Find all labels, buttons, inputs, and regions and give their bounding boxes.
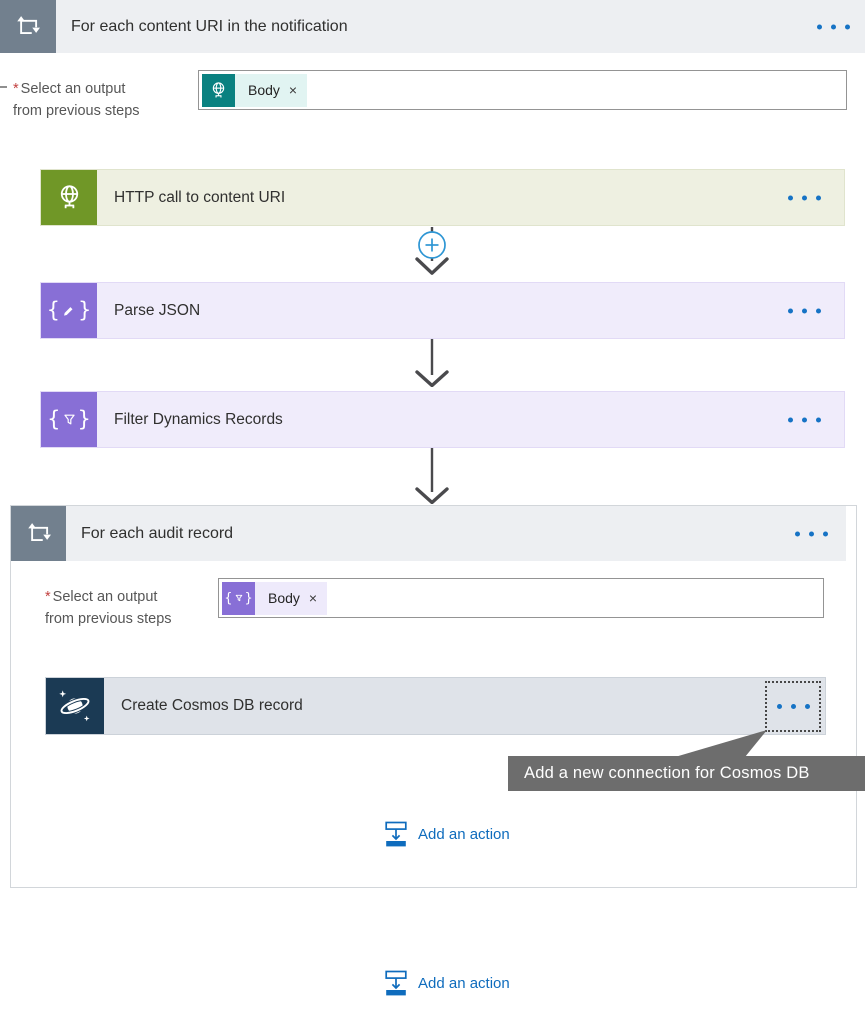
required-asterisk: * (13, 81, 19, 97)
tooltip-pointer (675, 730, 767, 757)
outer-loop-menu-button[interactable] (817, 24, 850, 29)
outer-param-label: *Select an output from previous steps (13, 81, 140, 119)
insert-action-icon (385, 821, 407, 847)
outer-loop-title: For each content URI in the notification (71, 17, 348, 35)
required-asterisk: * (45, 589, 51, 605)
add-action-label: Add an action (418, 826, 510, 843)
cropped-scope-border (0, 86, 7, 88)
plus-circle-icon (418, 231, 446, 259)
braces-funnel-icon: { } (222, 581, 255, 615)
outer-output-input[interactable]: Body × (198, 70, 847, 110)
cosmos-card-title: Create Cosmos DB record (121, 697, 303, 714)
parse-json-action-card[interactable]: { } Parse JSON (40, 282, 845, 339)
cosmos-connection-tooltip: Add a new connection for Cosmos DB (508, 756, 865, 791)
arrow-down-icon (415, 448, 449, 504)
body-token[interactable]: Body × (202, 73, 308, 107)
add-action-label: Add an action (418, 975, 510, 992)
ellipsis-icon (795, 531, 800, 536)
bottom-add-action-button[interactable]: Add an action (383, 970, 510, 997)
filter-action-card[interactable]: { } Filter Dynamics Records (40, 391, 845, 448)
insert-action-icon (385, 970, 407, 996)
ellipsis-icon (776, 704, 810, 709)
ellipsis-icon (788, 195, 793, 200)
inner-loop-title: For each audit record (81, 524, 234, 542)
filter-menu-button[interactable] (788, 417, 821, 422)
cosmos-db-action-card[interactable]: Create Cosmos DB record (45, 677, 826, 735)
globe-icon (41, 170, 97, 225)
token-remove-button[interactable]: × (308, 590, 318, 606)
outer-loop-header[interactable]: For each content URI in the notification (0, 0, 865, 53)
ellipsis-icon (788, 417, 793, 422)
inner-output-input[interactable]: { } Body × (218, 578, 824, 618)
saturn-icon (46, 678, 104, 734)
token-remove-button[interactable]: × (288, 82, 298, 98)
token-label: Body (248, 82, 280, 98)
ellipsis-icon (788, 308, 793, 313)
braces-funnel-icon: { } (41, 392, 97, 447)
http-menu-button[interactable] (788, 195, 821, 200)
braces-pencil-icon: { } (41, 283, 97, 338)
inner-add-action-button[interactable]: Add an action (383, 821, 510, 848)
inner-loop-header[interactable]: For each audit record (11, 506, 846, 561)
http-card-title: HTTP call to content URI (114, 188, 286, 206)
parse-json-menu-button[interactable] (788, 308, 821, 313)
inner-loop-scope: For each audit record *Select an output … (10, 505, 857, 888)
inner-loop-menu-button[interactable] (795, 531, 828, 536)
inner-param-label: *Select an output from previous steps (45, 589, 172, 627)
filter-card-title: Filter Dynamics Records (114, 410, 283, 428)
token-label: Body (268, 590, 300, 606)
foreach-loop-icon (0, 0, 56, 53)
parse-json-card-title: Parse JSON (114, 301, 201, 319)
arrow-down-icon (415, 339, 449, 387)
cosmos-menu-button-focused[interactable] (765, 681, 821, 732)
ellipsis-icon (817, 24, 822, 29)
foreach-loop-icon (11, 506, 66, 561)
globe-icon (202, 73, 235, 107)
connector-insert (415, 227, 449, 275)
body-token[interactable]: { } Body × (222, 581, 328, 615)
http-action-card[interactable]: HTTP call to content URI (40, 169, 845, 226)
